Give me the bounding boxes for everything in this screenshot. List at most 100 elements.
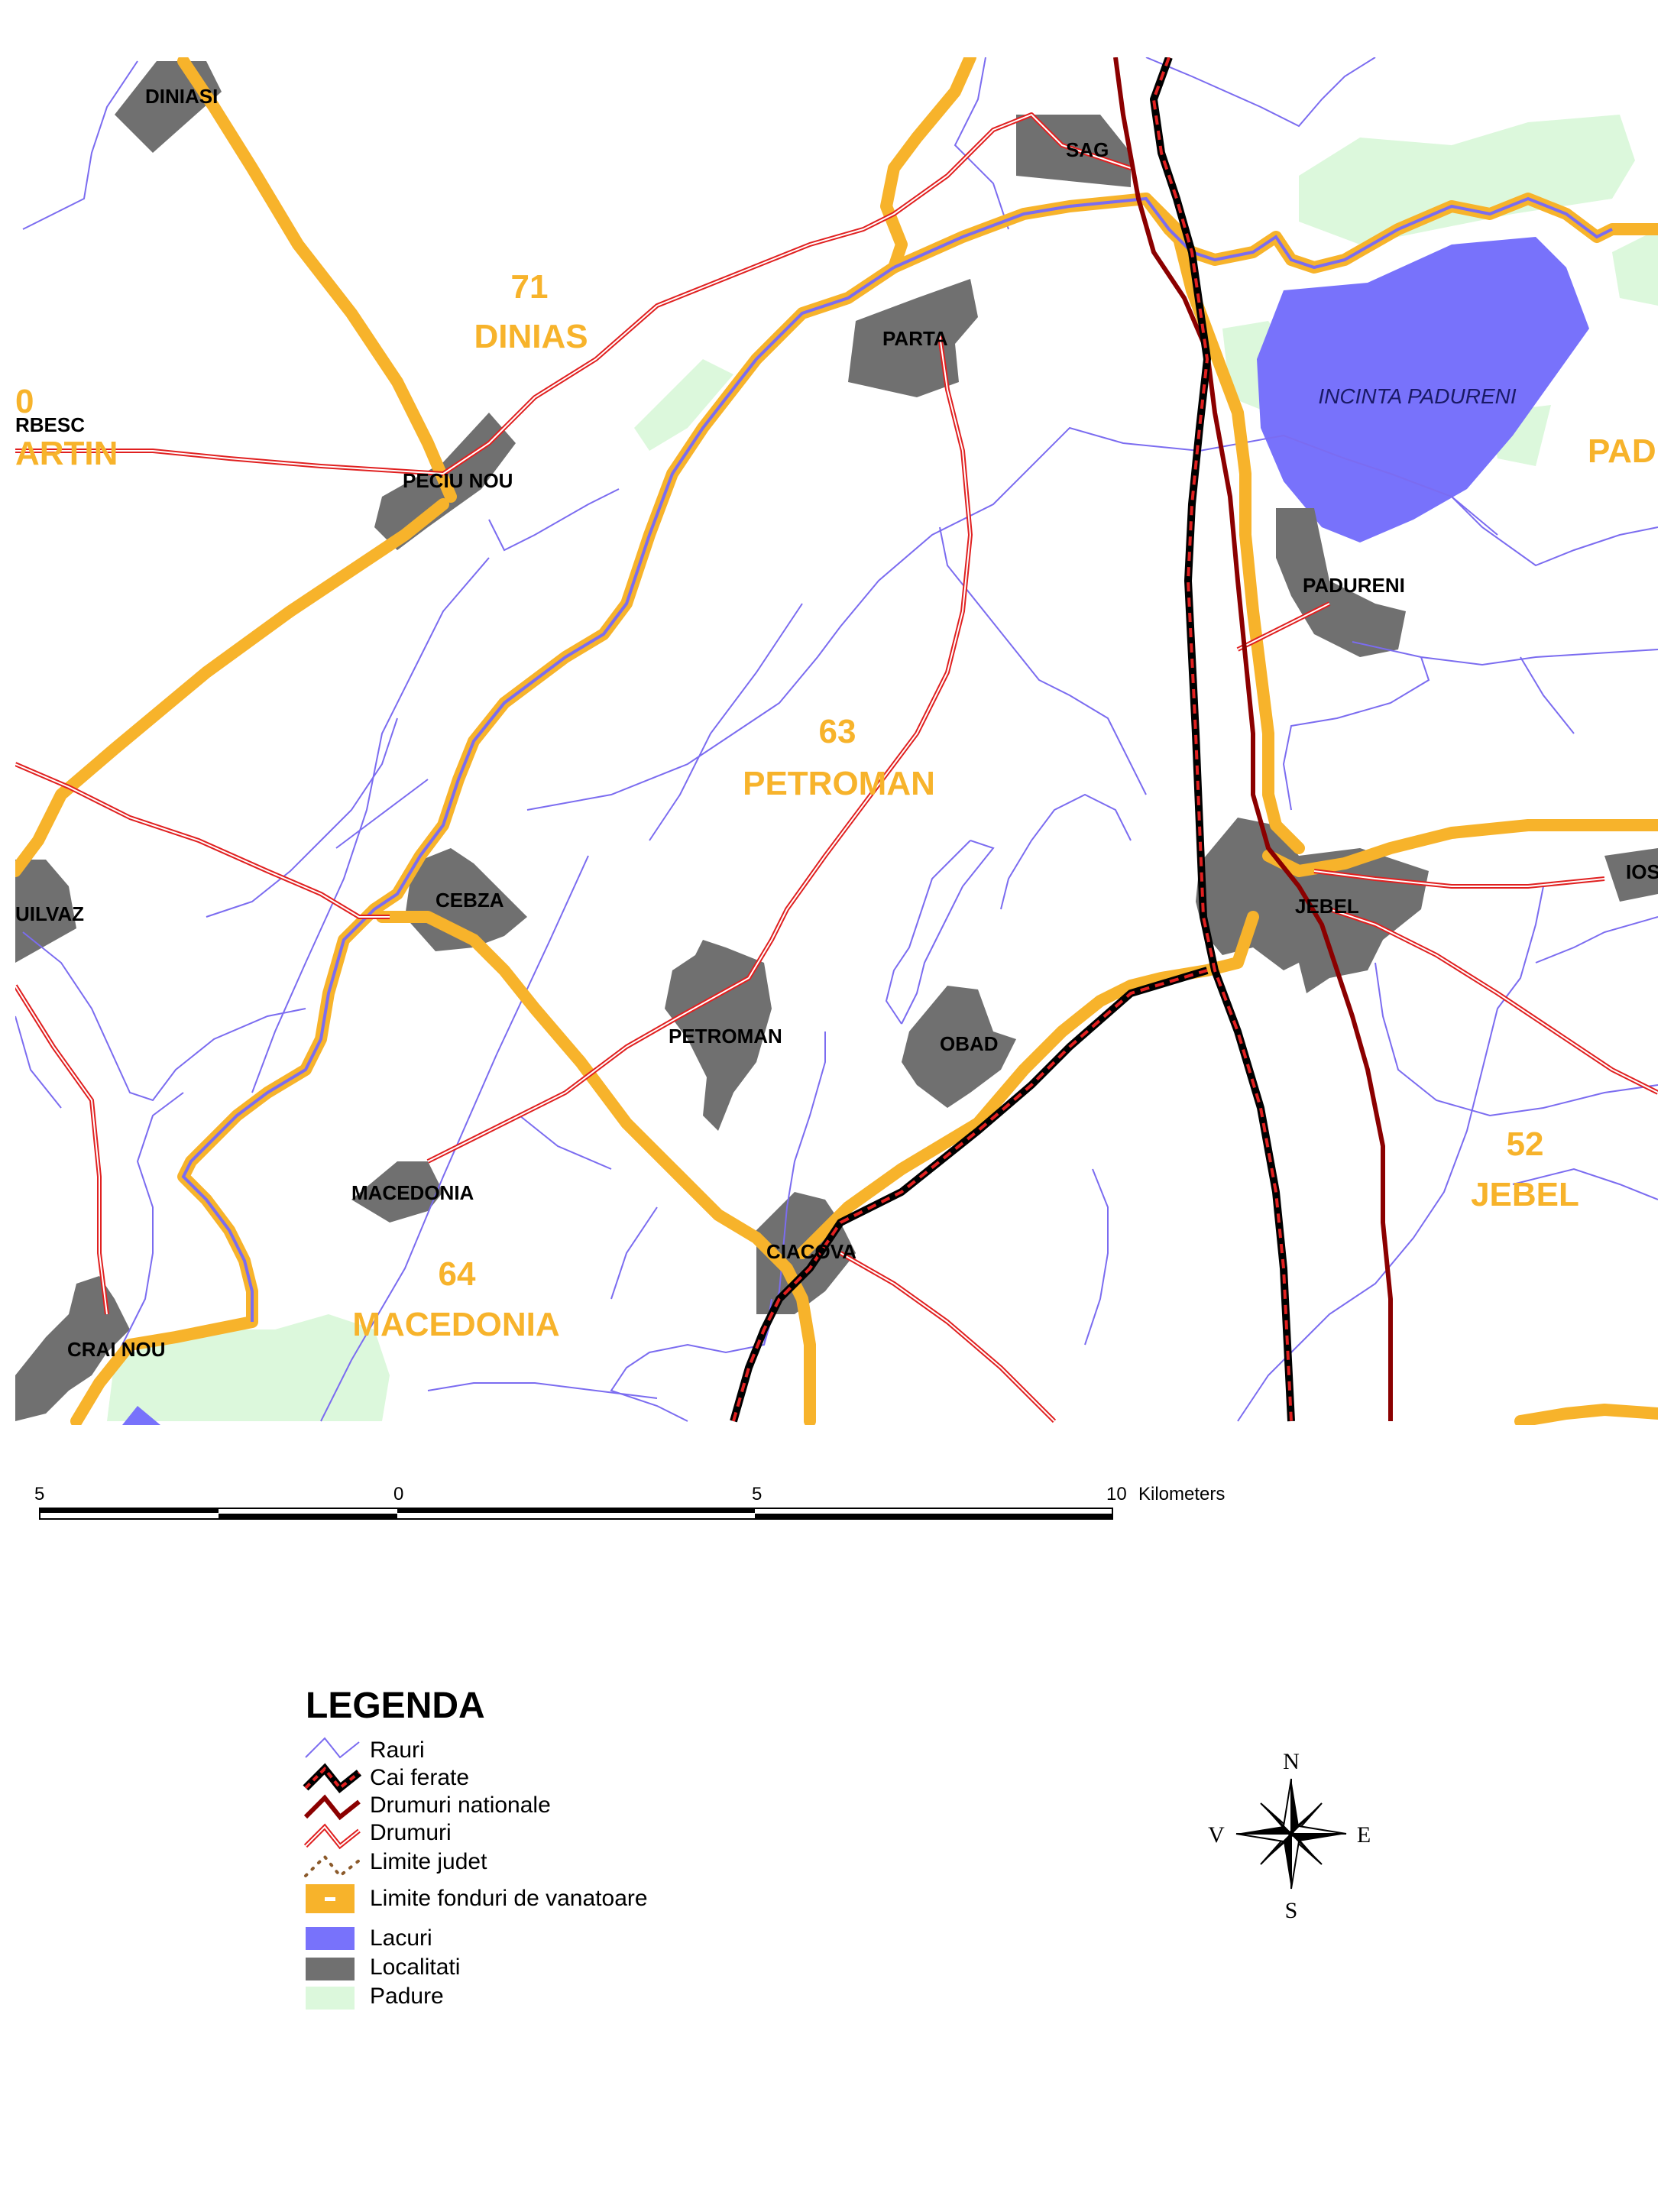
scale-tick-label: 0 [393, 1484, 403, 1504]
lake [122, 1406, 160, 1425]
legend-item-cai-ferate: Cai ferate [303, 1763, 469, 1794]
fund-number-macedonia: 64 [439, 1255, 476, 1293]
lakes [122, 237, 1589, 1425]
river [251, 557, 490, 1093]
road [839, 1251, 1057, 1423]
legend-label: Localitati [370, 1955, 460, 1980]
fund-boundary [15, 498, 449, 877]
river [1000, 793, 1132, 910]
locality-swatch [306, 1958, 355, 1980]
river [901, 840, 995, 1025]
national-road [1113, 57, 1393, 1421]
scale-tick-label: 5 [752, 1484, 762, 1504]
lake-swatch [306, 1927, 355, 1950]
locality-macedonia [351, 1161, 443, 1223]
fund-number-martin: 0 [15, 383, 34, 420]
legend-item-padure: Padure [306, 1984, 444, 2010]
legend-label: Cai ferate [370, 1765, 469, 1790]
river [1145, 57, 1376, 128]
fund-name-macedonia: MACEDONIA [352, 1306, 559, 1343]
river [206, 717, 398, 918]
river [939, 526, 1147, 795]
fund-boundary [880, 57, 976, 274]
town-label-cebza: CEBZA [435, 889, 504, 912]
fund-number-jebel: 52 [1507, 1125, 1544, 1163]
road [15, 762, 390, 919]
locality-ios [1604, 848, 1658, 902]
town-label-diniasi: DINIASI [145, 85, 218, 108]
river [320, 855, 589, 1422]
fund-name-pad: PAD [1588, 432, 1656, 470]
locality-uilvaz [15, 860, 76, 963]
roads-inner [15, 114, 1658, 1422]
river-on-boundary [893, 196, 1613, 270]
scale-tick-label: 5 [34, 1484, 44, 1504]
county-limit-swatch [304, 1854, 361, 1878]
compass-east: E [1357, 1822, 1371, 1848]
railways [730, 57, 1295, 1423]
locality-obad [902, 986, 1016, 1108]
fund-name-jebel: JEBEL [1471, 1176, 1579, 1213]
map-frame: DINIASI SAG PARTA PECIU NOU RBESC PADURE… [15, 57, 1658, 1425]
river [1451, 496, 1658, 567]
locality-crai-nou [15, 1276, 130, 1421]
town-label-parta: PARTA [882, 327, 948, 350]
river [488, 488, 620, 552]
legend-item-drumuri: Drumuri [303, 1820, 452, 1850]
town-label-crai-nou: CRAI NOU [67, 1338, 166, 1361]
fund-boundary [177, 57, 457, 503]
river [1282, 656, 1430, 811]
river [1237, 886, 1544, 1422]
fund-name-petroman: PETROMAN [743, 765, 935, 802]
river [1374, 962, 1658, 1117]
river-swatch [305, 1737, 360, 1759]
river [22, 60, 138, 230]
scale-bar: 5 0 5 10 Kilometers [34, 1484, 1225, 1520]
town-label-macedonia: MACEDONIA [351, 1181, 474, 1204]
legend-label: Limite judet [370, 1849, 487, 1874]
locality-petroman [665, 940, 772, 1131]
town-label-sag: SAG [1066, 138, 1109, 161]
road [15, 984, 109, 1315]
scale-bar-segment [219, 1514, 397, 1519]
compass-north: N [1283, 1749, 1300, 1774]
forest-area [1299, 115, 1635, 245]
legend-label: Limite fonduri de vanatoare [370, 1886, 648, 1911]
river [610, 1206, 658, 1300]
fund-boundary [1140, 193, 1305, 854]
town-label-peciu-nou: PECIU NOU [403, 469, 513, 492]
scale-tick-label: 10 [1106, 1484, 1127, 1504]
fund-name-martin: ARTIN [15, 435, 118, 472]
fund-boundary [1262, 819, 1658, 877]
river [1352, 641, 1658, 666]
legend-item-lacuri: Lacuri [306, 1925, 432, 1951]
fund-boundary [376, 911, 816, 1425]
river [610, 1298, 772, 1422]
river [526, 426, 1498, 811]
lake-incinta-padureni [1257, 237, 1589, 542]
localities [15, 61, 1658, 1421]
lake-label-incinta-padureni: INCINTA PADURENI [1318, 384, 1516, 408]
legend-item-limite-fonduri: Limite fonduri de vanatoare [306, 1884, 648, 1913]
river [1535, 916, 1658, 963]
river [22, 931, 306, 1102]
scale-bar-segment [397, 1508, 755, 1513]
town-label-padureni: PADURENI [1303, 574, 1405, 597]
town-label-ciacova: CIACOVA [766, 1240, 856, 1263]
legend-item-rauri: Rauri [305, 1737, 425, 1763]
fund-boundary [1514, 1404, 1658, 1425]
river [427, 1382, 658, 1399]
rivers [15, 57, 1658, 1422]
river [1520, 656, 1575, 734]
river-on-boundary [181, 266, 895, 1322]
town-label-obad: OBAD [940, 1032, 999, 1055]
legend-label: Lacuri [370, 1925, 432, 1951]
river [15, 1015, 62, 1109]
river [954, 57, 1009, 230]
town-labels: DINIASI SAG PARTA PECIU NOU RBESC PADURE… [15, 85, 1658, 1361]
legend-item-limite-judet: Limite judet [304, 1849, 487, 1878]
scale-bar-segment [755, 1514, 1112, 1519]
locality-padureni [1276, 508, 1406, 657]
legend-label: Padure [370, 1984, 444, 2009]
